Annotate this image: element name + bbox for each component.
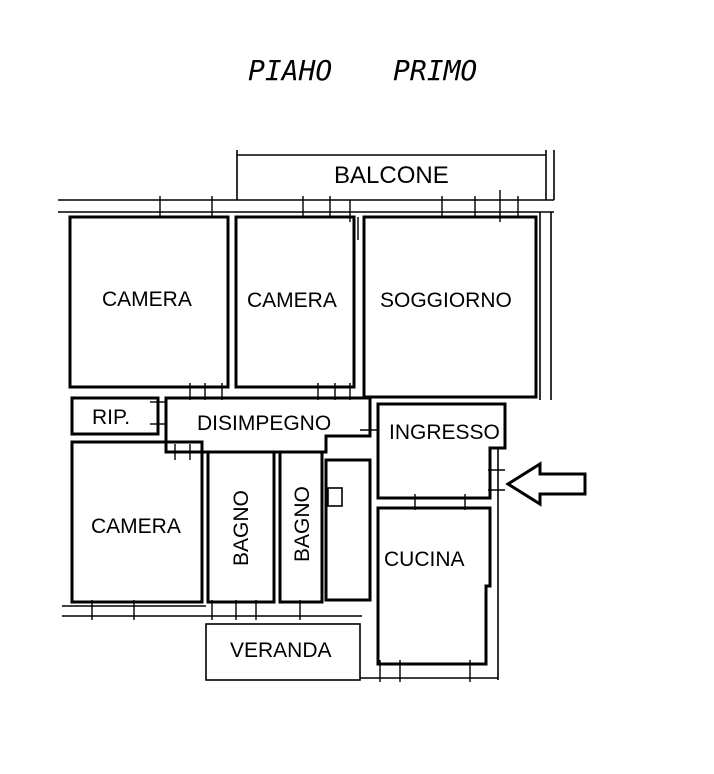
label-bagno-1: BAGNO [230, 490, 253, 566]
chimney-block [327, 487, 343, 507]
room-cucina [376, 506, 492, 666]
outer-wall-right [539, 212, 552, 400]
room-camera-2 [234, 215, 356, 389]
label-ingresso: INGRESSO [389, 421, 500, 444]
room-bagno-1 [206, 450, 276, 604]
room-ingresso [376, 402, 507, 500]
room-camera-1 [68, 215, 230, 389]
label-rip: RIP. [92, 406, 130, 429]
room-bagno-2 [278, 450, 324, 604]
arrow-left-icon [505, 461, 587, 507]
balcone-outline [236, 150, 555, 200]
service-niche [324, 458, 372, 602]
label-bagno-2: BAGNO [291, 486, 314, 562]
room-veranda [205, 623, 361, 681]
outer-wall-top [58, 190, 554, 222]
room-rip [70, 396, 160, 436]
outer-wall-right-lower [360, 448, 499, 682]
label-camera-2: CAMERA [247, 289, 337, 312]
room-camera-3 [70, 440, 204, 604]
door-ticks-middle [150, 401, 505, 510]
label-disimpegno: DISIMPEGNO [197, 412, 331, 435]
label-soggiorno: SOGGIORNO [380, 289, 512, 312]
room-soggiorno [362, 215, 538, 399]
label-cucina: CUCINA [384, 548, 465, 571]
label-veranda: VERANDA [230, 639, 332, 662]
label-camera-1: CAMERA [102, 288, 192, 311]
outer-wall-bottom [62, 600, 362, 620]
room-disimpegno [164, 396, 372, 454]
label-camera-3: CAMERA [91, 515, 181, 538]
title-word-primo: PRIMO [393, 54, 477, 87]
label-balcone: BALCONE [334, 162, 449, 189]
title-word-piaho: PIAHO [248, 54, 332, 87]
